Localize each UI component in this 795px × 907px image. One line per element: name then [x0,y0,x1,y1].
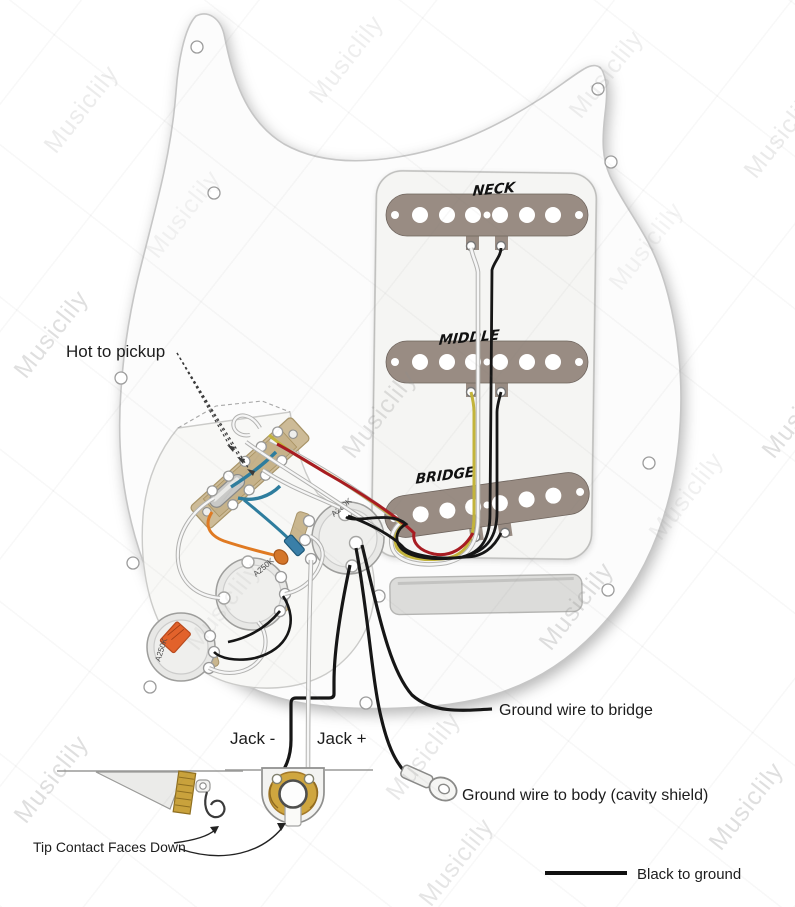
tone-pot-middle: A250K [215,555,292,631]
ground-body-label: Ground wire to body (cavity shield) [462,787,708,804]
ring-terminal [400,764,458,802]
pointer-arrowheads [227,445,255,476]
jack-plus-label: Jack + [317,729,367,748]
bridge-pickup-label: BRIDGE [415,464,475,487]
ground-wire-to-bridge [360,544,493,712]
bridge-pickup [384,472,590,543]
jack-minus-label: Jack - [230,729,275,748]
hot-to-pickup-pointers [176,352,253,475]
jack-side-view [57,770,243,819]
tremolo-cutout [389,573,583,616]
treble-bleed-capacitor [283,534,305,557]
ground-wire-to-body [354,547,407,774]
tone-pot-bottom: A250K [146,612,221,682]
pot-ground-black-wires [213,595,292,661]
output-jack-top-view [225,767,373,827]
bridge-ground-wire [347,514,503,560]
tip-contact-arrows [173,827,283,857]
neck-ground-wire [345,247,503,561]
hot-to-pickup-label: Hot to pickup [66,342,165,361]
middle-pickup-label: MIDDLE [438,327,500,348]
ground-jumper-wires [175,413,341,675]
middle-pickup [385,340,589,398]
ground-bridge-label: Ground wire to bridge [499,702,653,719]
neck-pickup-label: NECK [472,180,517,200]
tip-contact-hook [204,791,226,819]
neck-pickup [385,193,589,252]
treble-bleed-resistor [273,549,289,565]
bridge-hot-wire [276,442,475,557]
cavity-dashed-line [177,400,291,429]
tip-contact-label: Tip Contact Faces Down [33,839,186,855]
middle-ground-wire [465,391,503,558]
black-to-ground-label: Black to ground [637,866,741,883]
jack-minus-wire [279,564,352,775]
pickup-wire-bundle [244,247,503,567]
